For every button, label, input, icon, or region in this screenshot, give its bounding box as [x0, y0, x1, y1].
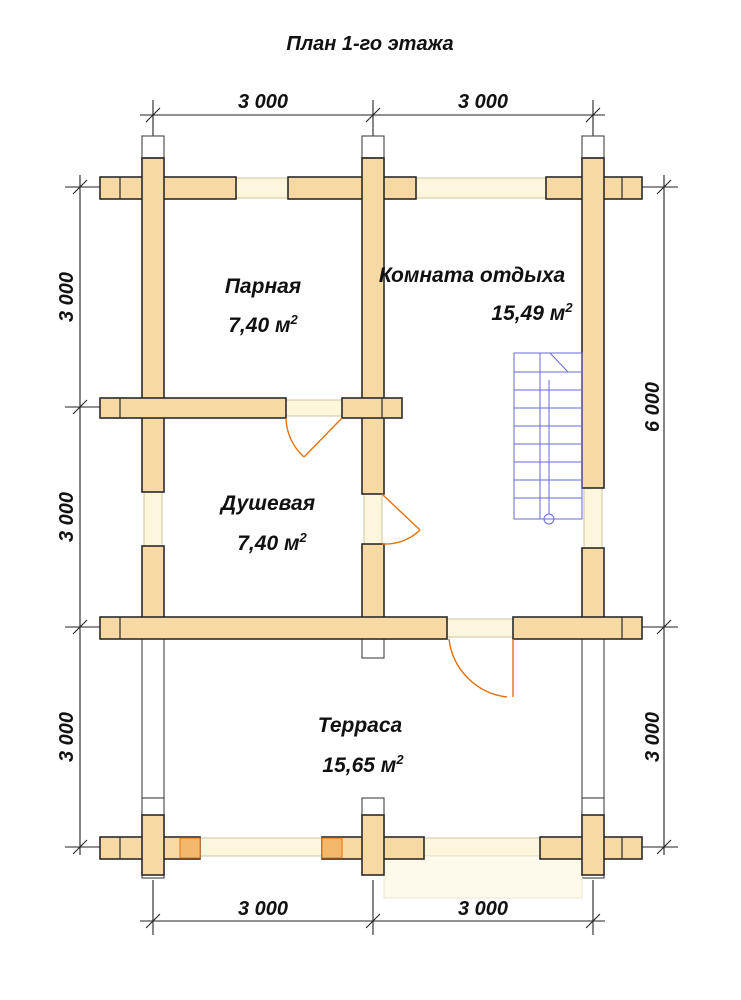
window-parnaya: [235, 177, 289, 199]
room-dushevaya-name: Душевая: [219, 492, 315, 515]
dim-right-lower: 3 000: [642, 712, 664, 762]
stairs: [513, 352, 583, 525]
railing-left: [199, 837, 323, 857]
dim-top-left: 3 000: [238, 91, 288, 113]
dim-bottom-left: 3 000: [238, 898, 288, 920]
room-komnata-area: 15,49 м2: [491, 300, 573, 325]
dim-left-lower: 3 000: [56, 712, 78, 762]
terrace-steps: [383, 855, 583, 899]
railing-right: [423, 837, 541, 857]
room-parnaya-name: Парная: [225, 275, 301, 298]
dim-top-right: 3 000: [458, 91, 508, 113]
room-parnaya-area: 7,40 м2: [228, 312, 298, 337]
door-parnaya-swing: [285, 417, 305, 458]
dim-right-total: 6 000: [642, 382, 664, 432]
walls: [99, 157, 643, 876]
door-parnaya-leaf: [303, 417, 343, 458]
doors: [285, 417, 514, 698]
room-terrasa-area: 15,65 м2: [322, 752, 404, 777]
dim-left-upper: 3 000: [56, 272, 78, 322]
window-dushevaya: [143, 491, 163, 547]
doorway-parnaya: [285, 399, 343, 417]
room-terrasa-name: Терраса: [318, 714, 403, 737]
doorway-dushevaya: [363, 493, 383, 545]
window-komnata: [415, 177, 547, 199]
door-entrance-swing: [448, 638, 508, 698]
window-komnata-side: [583, 487, 603, 549]
door-dushevaya-swing: [381, 529, 421, 545]
door-dushevaya-leaf: [381, 493, 421, 531]
dim-bottom-right: 3 000: [458, 898, 508, 920]
doorway-entrance: [446, 618, 514, 638]
dim-left-middle: 3 000: [56, 492, 78, 542]
room-komnata-name: Комната отдыха: [379, 264, 566, 287]
plan-title: План 1-го этажа: [286, 33, 453, 55]
room-dushevaya-area: 7,40 м2: [237, 530, 307, 555]
